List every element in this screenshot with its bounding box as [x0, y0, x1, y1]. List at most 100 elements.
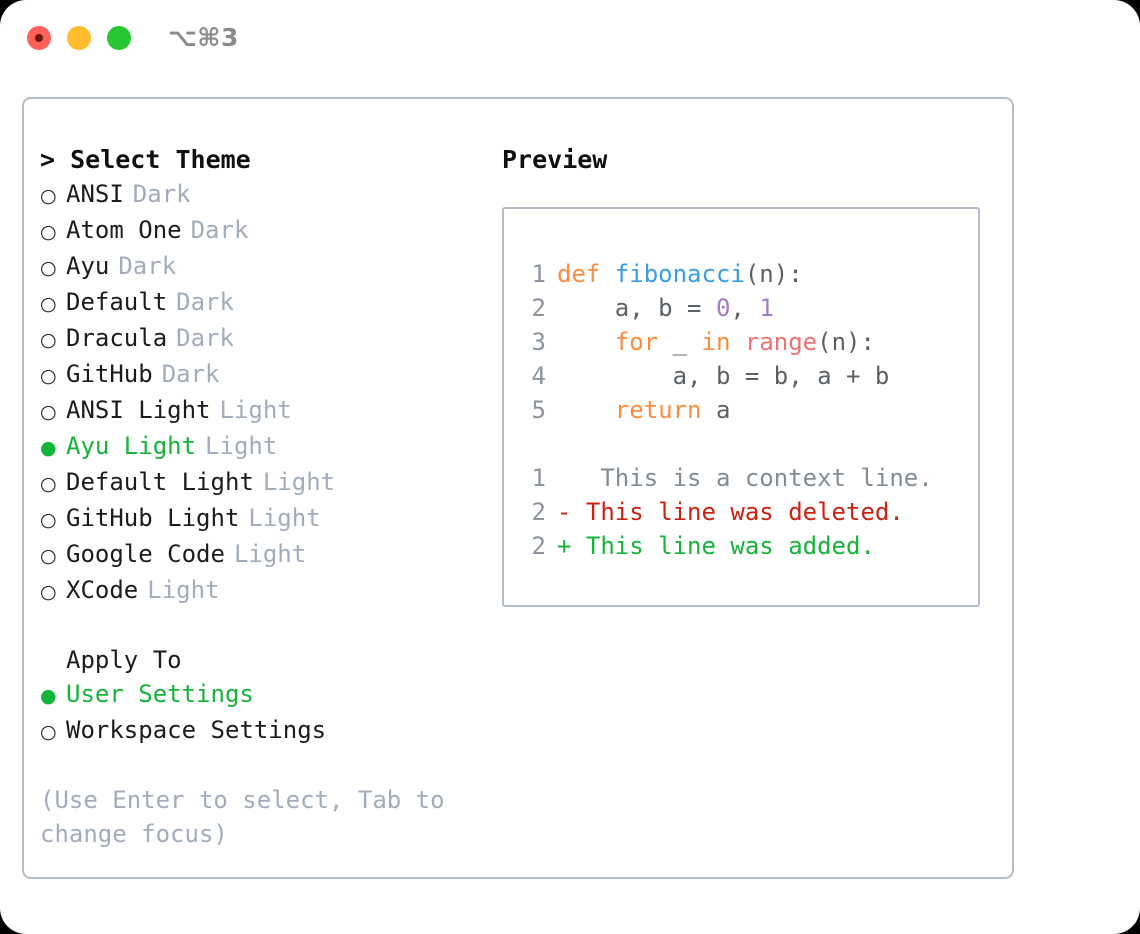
radio-icon: ○: [40, 221, 57, 243]
apply-to-heading: Apply To: [66, 646, 182, 674]
code-token: return: [614, 396, 702, 424]
code-token: (n):: [817, 328, 875, 356]
theme-picker-column: > Select Theme ○ ANSI Dark ○ Atom One Da…: [40, 143, 492, 851]
code-token: a, b =: [557, 294, 716, 322]
theme-option-default[interactable]: ○ Default Dark: [40, 285, 492, 321]
window-controls: [27, 26, 131, 50]
code-token: (n):: [744, 260, 803, 288]
theme-option-dracula[interactable]: ○ Dracula Dark: [40, 321, 492, 357]
radio-icon: ○: [40, 545, 57, 567]
line-number: 4: [531, 362, 546, 390]
main-panel: > Select Theme ○ ANSI Dark ○ Atom One Da…: [22, 97, 1014, 879]
line-number: 2: [531, 294, 546, 322]
line-number: 1: [531, 464, 546, 492]
radio-icon: ○: [40, 401, 57, 423]
theme-option-tag: Light: [147, 576, 220, 604]
radio-icon: ○: [40, 329, 57, 351]
code-line: 5 return a: [518, 393, 978, 427]
radio-icon: ○: [40, 293, 57, 315]
theme-option-tag: Light: [233, 540, 307, 568]
code-line: 3 for _ in range (n):: [518, 325, 978, 359]
code-token: _: [658, 328, 702, 356]
diff-text: This line was deleted.: [571, 498, 904, 526]
line-number: 1: [531, 260, 546, 288]
theme-option-label: Default Light: [66, 468, 254, 496]
theme-option-tag: Dark: [176, 288, 234, 316]
title-bar: ⌥⌘3: [0, 0, 1140, 78]
theme-option-tag: Light: [219, 396, 292, 424]
code-line: 1 def fibonacci (n):: [518, 257, 978, 291]
radio-icon: ○: [40, 721, 57, 743]
theme-option-list: ○ ANSI Dark ○ Atom One Dark ○ Ayu Dark ○…: [40, 177, 492, 609]
code-token: [730, 325, 744, 359]
apply-to-label: Workspace Settings: [66, 716, 327, 744]
close-button[interactable]: [27, 26, 51, 50]
theme-option-label: Default: [66, 288, 168, 316]
radio-icon-selected: ●: [40, 437, 57, 459]
window-shortcut-label: ⌥⌘3: [168, 23, 239, 52]
apply-to-label: User Settings: [66, 680, 254, 708]
radio-icon: ○: [40, 581, 57, 603]
keyboard-hint-text: (Use Enter to select, Tab to change focu…: [40, 786, 445, 848]
preview-heading: Preview: [502, 145, 608, 174]
line-number: 2: [531, 498, 546, 526]
code-line: 4 a, b = b, a + b: [518, 359, 978, 393]
diff-line-context: 1 This is a context line.: [518, 461, 978, 495]
theme-option-label: GitHub Light: [66, 504, 240, 532]
apply-to-workspace-settings[interactable]: ○ Workspace Settings: [40, 713, 492, 749]
maximize-button[interactable]: [107, 26, 131, 50]
diff-marker: +: [557, 532, 572, 560]
radio-icon-selected: ●: [40, 685, 57, 707]
line-number: 2: [531, 532, 546, 560]
code-token: a: [701, 396, 731, 424]
code-token: in: [701, 328, 731, 356]
code-token: ,: [730, 294, 760, 322]
code-token: 1: [759, 294, 774, 322]
theme-option-github-light[interactable]: ○ GitHub Light Light: [40, 501, 492, 537]
theme-option-label: GitHub: [66, 360, 153, 388]
diff-sample: 1 This is a context line. 2 - This line …: [518, 461, 978, 563]
radio-icon: ○: [40, 185, 57, 207]
theme-option-label: ANSI: [66, 180, 124, 208]
code-line: 2 a, b = 0 , 1: [518, 291, 978, 325]
theme-option-label: Atom One: [66, 216, 182, 244]
radio-icon: ○: [40, 257, 57, 279]
apply-to-option-list: ● User Settings ○ Workspace Settings: [40, 677, 492, 749]
code-token: 0: [715, 294, 731, 322]
line-number: 3: [531, 328, 546, 356]
theme-option-github[interactable]: ○ GitHub Dark: [40, 357, 492, 393]
theme-option-label: Google Code: [66, 540, 225, 568]
theme-option-tag: Dark: [176, 324, 234, 352]
spacer: [518, 427, 978, 461]
theme-option-xcode[interactable]: ○ XCode Light: [40, 573, 492, 609]
minimize-button[interactable]: [67, 26, 91, 50]
theme-option-ayu[interactable]: ○ Ayu Dark: [40, 249, 492, 285]
preview-column: Preview 1 def fibonacci (n): 2 a, b = 0 …: [502, 143, 1002, 607]
theme-option-ansi[interactable]: ○ ANSI Dark: [40, 177, 492, 213]
diff-marker: -: [557, 498, 572, 526]
theme-option-default-light[interactable]: ○ Default Light Light: [40, 465, 492, 501]
diff-text: This line was added.: [571, 532, 875, 560]
code-token: a, b = b, a + b: [557, 362, 890, 390]
theme-option-tag: Dark: [190, 216, 249, 244]
theme-option-label: XCode: [66, 576, 139, 604]
theme-option-tag: Dark: [118, 252, 177, 280]
theme-option-label: ANSI Light: [66, 396, 211, 424]
spacer: [40, 609, 492, 643]
theme-option-tag: Light: [205, 432, 278, 460]
theme-option-tag: Dark: [161, 360, 220, 388]
theme-option-ayu-light[interactable]: ● Ayu Light Light: [40, 429, 492, 465]
theme-option-atom-one[interactable]: ○ Atom One Dark: [40, 213, 492, 249]
code-token: [557, 393, 615, 427]
line-number: 5: [531, 396, 546, 424]
select-theme-heading: > Select Theme: [40, 145, 251, 174]
code-token: def: [557, 260, 615, 288]
theme-option-ansi-light[interactable]: ○ ANSI Light Light: [40, 393, 492, 429]
radio-icon: ○: [40, 509, 57, 531]
code-token: fibonacci: [614, 260, 745, 288]
code-token: range: [744, 328, 818, 356]
theme-option-tag: Dark: [132, 180, 191, 208]
theme-option-google-code[interactable]: ○ Google Code Light: [40, 537, 492, 573]
apply-to-user-settings[interactable]: ● User Settings: [40, 677, 492, 713]
